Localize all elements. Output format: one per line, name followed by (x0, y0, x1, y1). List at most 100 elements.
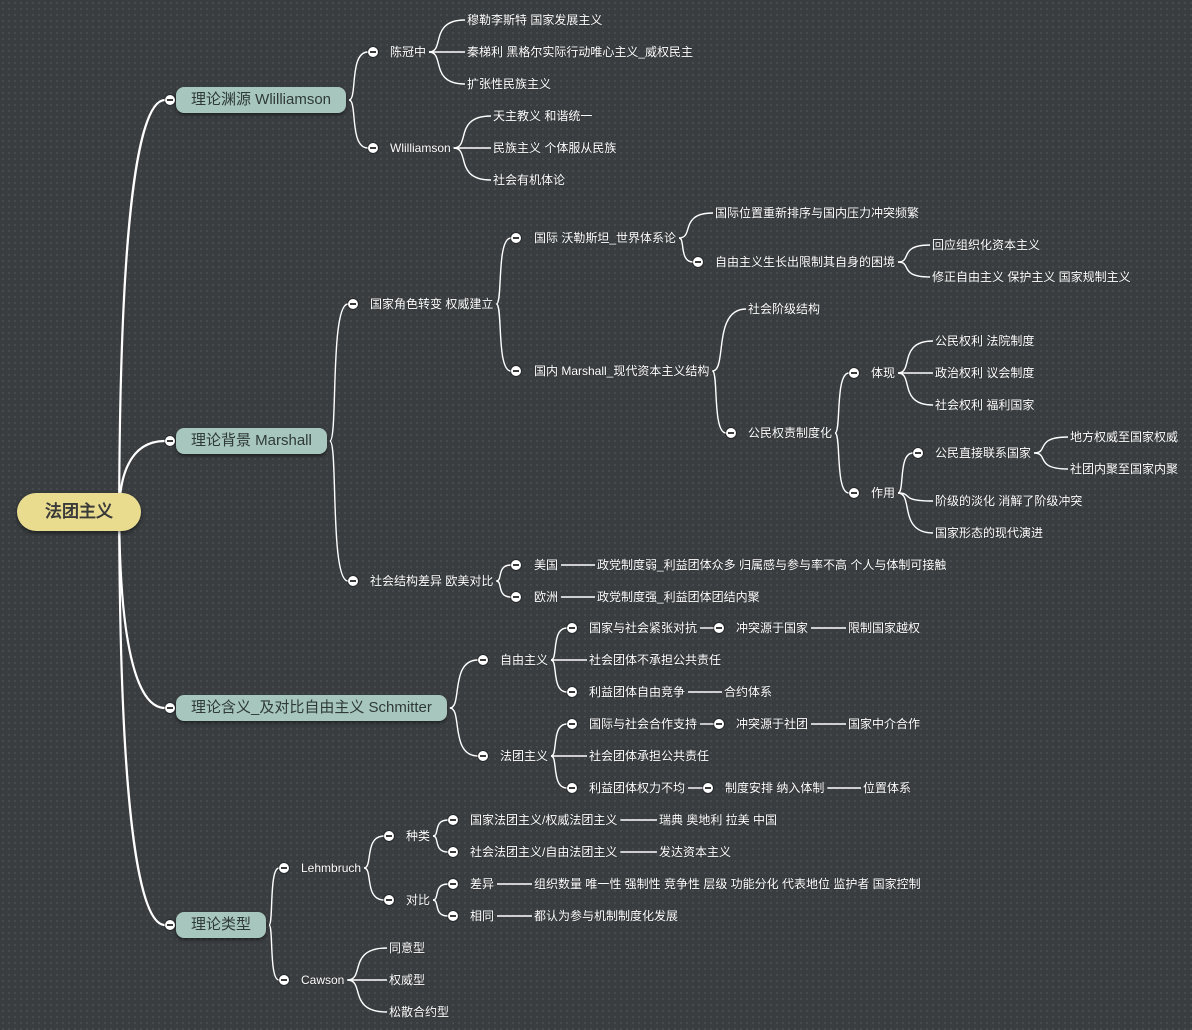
node-countries[interactable]: 瑞典 奥地利 拉美 中国 (659, 813, 778, 827)
collapse-toggle-icon[interactable] (511, 592, 521, 602)
node-state-role[interactable]: 国家角色转变 权威建立 (370, 297, 494, 311)
node-local-to-national[interactable]: 地方权威至国家权威 (1070, 430, 1179, 444)
node-position-system[interactable]: 位置体系 (863, 781, 912, 795)
node-similarities[interactable]: 相同 (470, 909, 495, 923)
collapse-toggle-icon[interactable] (567, 687, 577, 697)
node-authority-type[interactable]: 权威型 (389, 973, 426, 987)
node-civil-rights[interactable]: 公民权利 法院制度 (935, 334, 1035, 348)
node-state-corporatism[interactable]: 国家法团主义/权威法团主义 (470, 813, 618, 827)
node-citizenship[interactable]: 公民权责制度化 (748, 426, 833, 440)
collapse-toggle-icon[interactable] (567, 623, 577, 633)
node-similarities-detail[interactable]: 都认为参与机制制度化发展 (534, 909, 679, 923)
node-developed-capitalism[interactable]: 发达资本主义 (659, 845, 732, 859)
collapse-toggle-icon[interactable] (165, 920, 175, 930)
node-consent-type[interactable]: 同意型 (389, 941, 426, 955)
node-intl-position[interactable]: 国际位置重新排序与国内压力冲突频繁 (715, 206, 920, 220)
node-societal-corporatism[interactable]: 社会法团主义/自由法团主义 (470, 845, 618, 859)
collapse-toggle-icon[interactable] (693, 257, 703, 267)
node-political-rights[interactable]: 政治权利 议会制度 (935, 366, 1035, 380)
node-loose-contract-type[interactable]: 松散合约型 (389, 1005, 450, 1019)
node-europe[interactable]: 欧洲 (534, 590, 559, 604)
node-responsibility[interactable]: 社会团体承担公共责任 (589, 749, 710, 763)
node-kinds[interactable]: 种类 (406, 829, 431, 843)
root-node[interactable]: 法团主义 (17, 493, 141, 531)
node-lehmbruch[interactable]: Lehmbruch (301, 861, 362, 875)
collapse-toggle-icon[interactable] (714, 623, 724, 633)
node-liberalism[interactable]: 自由主义 (500, 653, 549, 667)
node-nationalism[interactable]: 民族主义 个体服从民族 (493, 141, 617, 155)
collapse-toggle-icon[interactable] (913, 448, 923, 458)
node-comparison[interactable]: 对比 (406, 893, 431, 907)
collapse-toggle-icon[interactable] (384, 831, 394, 841)
node-limit-state[interactable]: 限制国家越权 (848, 621, 921, 635)
collapse-toggle-icon[interactable] (348, 576, 358, 586)
node-differences-detail[interactable]: 组织数量 唯一性 强制性 竞争性 层级 功能分化 代表地位 监护者 国家控制 (534, 877, 921, 891)
node-differences[interactable]: 差异 (470, 877, 495, 891)
collapse-toggle-icon[interactable] (368, 47, 378, 57)
node-contract-system[interactable]: 合约体系 (724, 685, 773, 699)
node-effect[interactable]: 作用 (871, 486, 896, 500)
node-state-mediation[interactable]: 国家中介合作 (848, 717, 921, 731)
node-class-fading[interactable]: 阶级的淡化 消解了阶级冲突 (935, 494, 1083, 508)
collapse-toggle-icon[interactable] (348, 299, 358, 309)
node-organic-society[interactable]: 社会有机体论 (493, 173, 566, 187)
collapse-toggle-icon[interactable] (567, 719, 577, 729)
branch-meaning[interactable]: 理论含义_及对比自由主义 Schmitter (176, 695, 447, 721)
collapse-toggle-icon[interactable] (849, 488, 859, 498)
collapse-toggle-icon[interactable] (511, 560, 521, 570)
node-unequal-power[interactable]: 利益团体权力不均 (589, 781, 686, 795)
node-chen-guanzhong[interactable]: 陈冠中 (390, 45, 427, 59)
node-domestic[interactable]: 国内 Marshall_现代资本主义结构 (534, 364, 710, 378)
node-international[interactable]: 国际 沃勒斯坦_世界体系论 (534, 231, 677, 245)
collapse-toggle-icon[interactable] (726, 428, 736, 438)
node-list-developmentalism[interactable]: 穆勒李斯特 国家发展主义 (467, 13, 603, 27)
node-free-competition[interactable]: 利益团体自由竞争 (589, 685, 686, 699)
collapse-toggle-icon[interactable] (448, 911, 458, 921)
node-revised-liberalism[interactable]: 修正自由主义 保护主义 国家规制主义 (932, 270, 1131, 284)
collapse-toggle-icon[interactable] (448, 847, 458, 857)
collapse-toggle-icon[interactable] (384, 895, 394, 905)
node-liberal-dilemma[interactable]: 自由主义生长出限制其自身的困境 (715, 255, 896, 269)
node-conflict-society[interactable]: 冲突源于社团 (736, 717, 809, 731)
branch-types[interactable]: 理论类型 (176, 912, 267, 938)
node-cawson[interactable]: Cawson (301, 973, 345, 987)
collapse-toggle-icon[interactable] (279, 975, 289, 985)
node-williamson[interactable]: Wlilliamson (390, 141, 451, 155)
branch-background[interactable]: 理论背景 Marshall (176, 428, 327, 454)
node-corporatism[interactable]: 法团主义 (500, 749, 549, 763)
collapse-toggle-icon[interactable] (567, 783, 577, 793)
collapse-toggle-icon[interactable] (478, 751, 488, 761)
node-usa-detail[interactable]: 政党制度弱_利益团体众多 归属感与参与率不高 个人与体制可接触 (597, 558, 947, 572)
collapse-toggle-icon[interactable] (368, 143, 378, 153)
node-institutional[interactable]: 制度安排 纳入体制 (725, 781, 825, 795)
collapse-toggle-icon[interactable] (849, 368, 859, 378)
collapse-toggle-icon[interactable] (478, 655, 488, 665)
node-tension[interactable]: 国家与社会紧张对抗 (589, 621, 698, 635)
node-class-structure[interactable]: 社会阶级结构 (748, 302, 821, 316)
node-catholicism[interactable]: 天主教义 和谐统一 (493, 109, 593, 123)
collapse-toggle-icon[interactable] (165, 703, 175, 713)
node-gentile-hegel[interactable]: 秦梯利 黑格尔实际行动唯心主义_威权民主 (467, 45, 694, 59)
collapse-toggle-icon[interactable] (448, 879, 458, 889)
node-no-responsibility[interactable]: 社会团体不承担公共责任 (589, 653, 722, 667)
node-cooperation[interactable]: 国际与社会合作支持 (589, 717, 698, 731)
collapse-toggle-icon[interactable] (511, 233, 521, 243)
node-state-evolution[interactable]: 国家形态的现代演进 (935, 526, 1044, 540)
node-expansionist-nationalism[interactable]: 扩张性民族主义 (467, 77, 552, 91)
node-cohesion[interactable]: 社团内聚至国家内聚 (1070, 462, 1179, 476)
node-conflict-state[interactable]: 冲突源于国家 (736, 621, 809, 635)
node-social-structure[interactable]: 社会结构差异 欧美对比 (370, 574, 494, 588)
collapse-toggle-icon[interactable] (165, 436, 175, 446)
node-europe-detail[interactable]: 政党制度强_利益团体团结内聚 (597, 590, 760, 604)
node-organized-capitalism[interactable]: 回应组织化资本主义 (932, 238, 1041, 252)
collapse-toggle-icon[interactable] (165, 95, 175, 105)
collapse-toggle-icon[interactable] (511, 366, 521, 376)
collapse-toggle-icon[interactable] (448, 815, 458, 825)
node-direct-link[interactable]: 公民直接联系国家 (935, 446, 1032, 460)
branch-origin[interactable]: 理论渊源 Wlilliamson (176, 87, 347, 113)
collapse-toggle-icon[interactable] (279, 863, 289, 873)
node-usa[interactable]: 美国 (534, 558, 559, 572)
node-social-rights[interactable]: 社会权利 福利国家 (935, 398, 1035, 412)
collapse-toggle-icon[interactable] (714, 719, 724, 729)
node-embodiment[interactable]: 体现 (871, 366, 896, 380)
